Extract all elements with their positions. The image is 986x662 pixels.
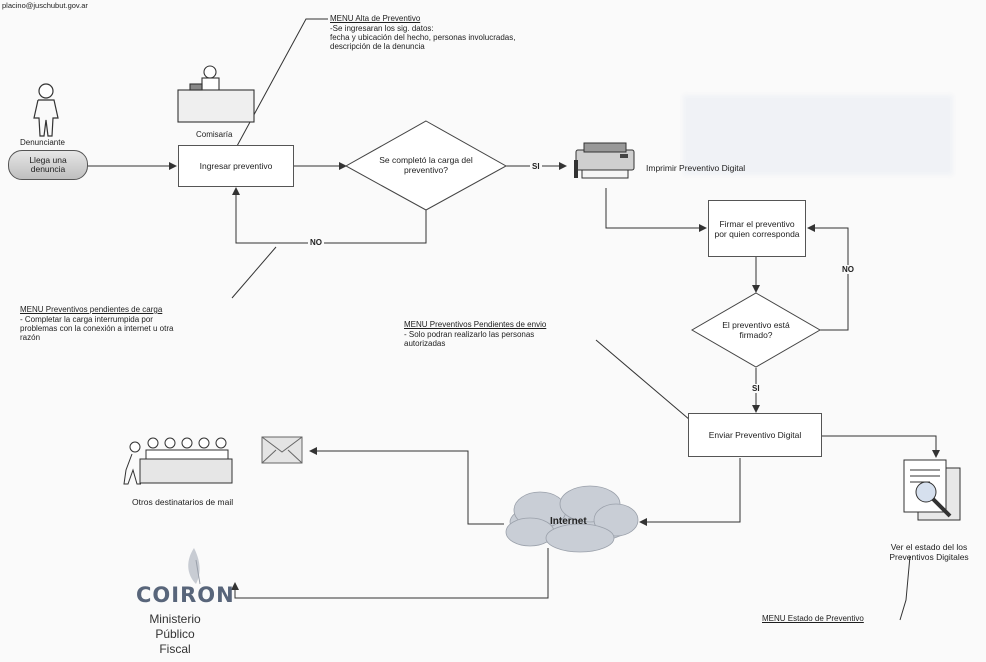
coiron-logo-text: COIRON: [136, 583, 235, 607]
comisaria-label: Comisaría: [196, 130, 233, 139]
decision-firmado-label: El preventivo está firmado?: [722, 320, 790, 340]
meeting-people-icon: [123, 437, 233, 485]
flow-label-si-1: SI: [530, 162, 542, 171]
note-envio-title: MENU Preventivos Pendientes de envio: [404, 320, 547, 329]
note-alta-line2: fecha y ubicación del hecho, personas in…: [330, 33, 516, 42]
logo-line2: Público: [155, 627, 195, 641]
internet-cloud-icon: [505, 485, 639, 553]
note-alta-line1: -Se ingresaran los sig. datos:: [330, 24, 434, 33]
note-envio-line2: autorizadas: [404, 339, 446, 348]
ministerio-publico-fiscal: Ministerio Público Fiscal: [120, 612, 230, 657]
coiron-feather-icon: [188, 548, 201, 585]
decision-carga-label: Se completó la carga del preventivo?: [379, 155, 473, 175]
llega-denuncia-text: Llega una denuncia: [29, 155, 67, 174]
otros-destinatarios-label: Otros destinatarios de mail: [132, 497, 234, 507]
header-email: placino@juschubut.gov.ar: [2, 1, 88, 10]
note-estado-title: MENU Estado de Preventivo: [762, 614, 864, 623]
internet-label: Internet: [550, 516, 587, 527]
logo-line1: Ministerio: [149, 612, 201, 626]
printer-icon: [574, 142, 635, 179]
note-carga-line3: razón: [20, 333, 41, 342]
flow-label-no-1: NO: [308, 238, 324, 247]
document-search-icon: [903, 459, 961, 521]
enviar-preventivo-box: Enviar Preventivo Digital: [688, 413, 822, 457]
logo-line3: Fiscal: [159, 642, 191, 656]
background-ghost-block: [683, 95, 953, 175]
note-alta-title: MENU Alta de Preventivo: [330, 14, 421, 23]
note-envio-line1: - Solo podran realizarlo las personas: [404, 330, 535, 339]
llega-denuncia-start: Llega una denuncia: [8, 150, 88, 180]
decision-carga-shape: [344, 120, 508, 211]
note-carga-line2: problemas con la conexión a internet u o…: [20, 324, 174, 333]
firmar-preventivo-box: Firmar el preventivo por quien correspon…: [708, 200, 806, 257]
note-carga-title: MENU Preventivos pendientes de carga: [20, 305, 163, 314]
comisaria-desk-icon: [177, 65, 255, 123]
ver-estado-label: Ver el estado del los Preventivos Digita…: [889, 542, 969, 562]
ingresar-preventivo-box: Ingresar preventivo: [178, 145, 294, 187]
decision-firmado-shape: [691, 292, 821, 368]
imprimir-label: Imprimir Preventivo Digital: [646, 163, 746, 173]
flow-label-si-2: SI: [750, 384, 762, 393]
mail-envelope-icon: [261, 436, 303, 464]
denunciante-label: Denunciante: [20, 138, 65, 147]
note-carga-line1: - Completar la carga interrumpida por: [20, 315, 153, 324]
denunciante-figure-icon: [33, 83, 59, 137]
flow-label-no-2: NO: [840, 265, 856, 274]
note-alta-line3: descripción de la denuncia: [330, 42, 425, 51]
